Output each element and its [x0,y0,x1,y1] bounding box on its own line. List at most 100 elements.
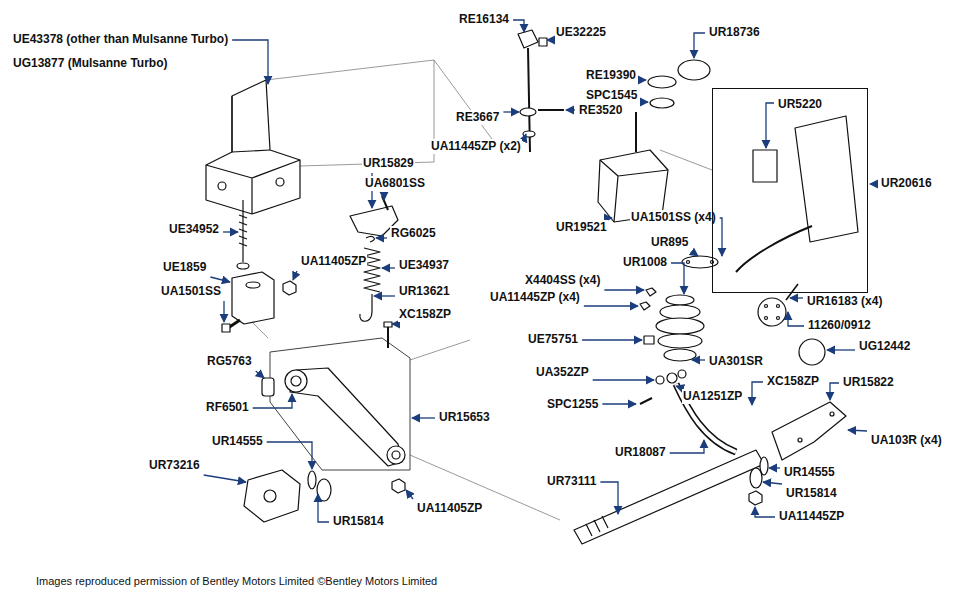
lever-arm [285,370,307,392]
part-number: UE32225 [555,25,607,40]
gaiter [664,349,696,361]
upper-linkage [539,38,547,46]
part-number: UA11405ZP [416,501,483,516]
leader-arrow [602,403,636,404]
spring-assembly [366,237,374,242]
gaiter [658,334,702,348]
part-number: UE34952 [168,222,220,237]
leader-arrow [827,349,855,350]
adjuster-rod [239,215,247,246]
part-number: UR14555 [211,434,264,449]
pivot-block [222,272,296,332]
part-number: UA352ZP [535,365,590,380]
part-number: UG13877 (Mulsanne Turbo) [12,56,168,71]
part-number: UR19521 [555,220,608,235]
leader-arrow [293,271,297,280]
spring-assembly [382,196,388,210]
pedal-plate [765,305,768,308]
pedal-shaft [574,450,764,544]
leader-arrow [640,79,646,80]
spring-assembly [360,294,372,321]
part-number: UA11445ZP [778,509,845,524]
part-number: UA1501SS (x4) [630,210,717,225]
leader-arrow [412,417,435,418]
gaiter [640,302,650,310]
pedal-shaft [574,450,764,544]
leader-arrow [593,379,654,380]
leader-arrow [318,494,329,522]
pedal-bracket [206,80,300,214]
lever-arm [392,451,400,459]
leader-arrow [848,430,867,431]
copyright-caption: Images reproduced permission of Bentley … [36,574,437,588]
part-number: XC158ZP [766,374,820,389]
part-number: 11260/0912 [807,318,872,333]
leader-arrow [223,301,224,322]
leader-arrow [766,103,774,148]
part-number: UR1008 [622,255,668,270]
lower-bracket [244,470,331,522]
leader-arrow [392,323,395,324]
spring-assembly [350,196,398,348]
leader-arrow [604,289,644,290]
upper-linkage [518,30,564,152]
shaft-bracket [772,402,846,460]
upper-linkage [523,131,535,137]
leader-arrow [870,183,877,184]
pivot-block [232,272,274,324]
part-number: UR14555 [783,465,836,480]
upper-linkage [538,109,564,111]
leader-arrow [720,218,722,256]
leader-arrow [503,111,519,112]
guide-line [266,60,434,166]
pivot-block [222,324,230,332]
leader-arrow [382,267,395,268]
leader-arrow [790,297,803,298]
gaiter [646,288,656,296]
leader-arrow [670,440,704,453]
part-number: UR18736 [708,25,761,40]
mounting-block [650,98,674,108]
leader-arrow [267,442,312,469]
part-number: UR73216 [148,458,201,473]
leader-arrow [755,507,775,517]
pivot-block [283,281,296,295]
parts-illustration [206,30,858,544]
part-number: UR73111 [546,474,597,489]
leader-arrow [582,339,642,340]
part-number: SPC1255 [546,397,599,412]
lower-bracket [264,490,276,502]
leader-arrow [210,277,230,282]
part-number: UR5220 [777,97,823,112]
leader-arrow [671,263,684,294]
inset-box: UR5220 [712,88,868,293]
accelerator-pedal [753,150,777,182]
leader-arrow [769,467,780,468]
mounting-block [678,60,710,80]
part-number: UE1859 [162,260,207,275]
lever-outline [270,338,410,470]
leader-arrow [763,482,782,484]
part-number: XC158ZP [398,307,452,322]
accelerator-pedal [736,226,812,272]
pedal-plate [765,317,768,320]
pedal-lever [656,376,664,384]
part-number: RG6025 [390,226,437,241]
part-number: UR15814 [332,514,385,529]
spring-assembly [384,322,392,327]
leader-arrow [253,394,292,408]
part-number: RE19390 [585,68,637,83]
shaft-bracket [798,438,802,442]
part-number: UA301SR [708,354,764,369]
part-number: UR16183 (x4) [806,294,883,309]
lever-arm [392,479,405,493]
lever-arm [291,376,301,386]
part-number: UR895 [650,235,689,250]
leader-arrow [374,295,395,296]
pedal-bracket [206,96,300,214]
leader-arrow [611,217,612,218]
gaiter [660,305,700,319]
pedal-plate [777,317,780,320]
leader-arrow [830,383,839,400]
leader-arrow [204,475,246,482]
